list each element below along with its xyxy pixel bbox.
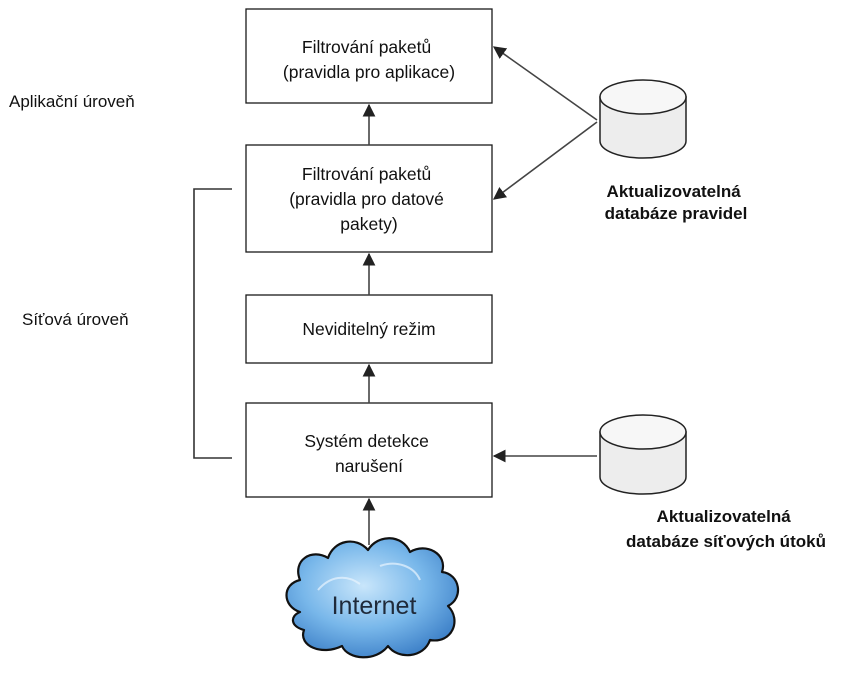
stealth-mode-text: Neviditelný režim bbox=[302, 319, 435, 339]
application-level-label: Aplikační úroveň bbox=[9, 92, 135, 111]
rules-database-label: Aktualizovatelná databáze pravidel bbox=[605, 182, 748, 223]
ids-box: Systém detekce narušení bbox=[245, 402, 493, 498]
arrow-rules-db-to-packet-filter bbox=[492, 121, 598, 200]
app-filter-box: Filtrování paketů (pravidla pro aplikace… bbox=[245, 8, 493, 104]
network-level-label: Síťová úroveň bbox=[22, 310, 129, 329]
internet-label: Internet bbox=[332, 592, 417, 620]
app-filter-text: Filtrování paketů (pravidla pro aplikace… bbox=[283, 37, 455, 82]
network-level-bracket bbox=[193, 188, 232, 459]
packet-filter-text: Filtrování paketů (pravidla pro datové p… bbox=[289, 164, 449, 234]
ids-text: Systém detekce narušení bbox=[304, 431, 433, 476]
packet-filter-box: Filtrování paketů (pravidla pro datové p… bbox=[245, 144, 493, 253]
rules-database-icon bbox=[599, 79, 687, 159]
stealth-mode-box: Neviditelný režim bbox=[245, 294, 493, 364]
arrow-rules-db-to-app-filter bbox=[492, 46, 598, 121]
attacks-database-icon bbox=[599, 414, 687, 495]
internet-cloud-icon bbox=[285, 537, 459, 659]
attacks-database-label: Aktualizovatelná databáze síťových útoků bbox=[626, 507, 826, 551]
